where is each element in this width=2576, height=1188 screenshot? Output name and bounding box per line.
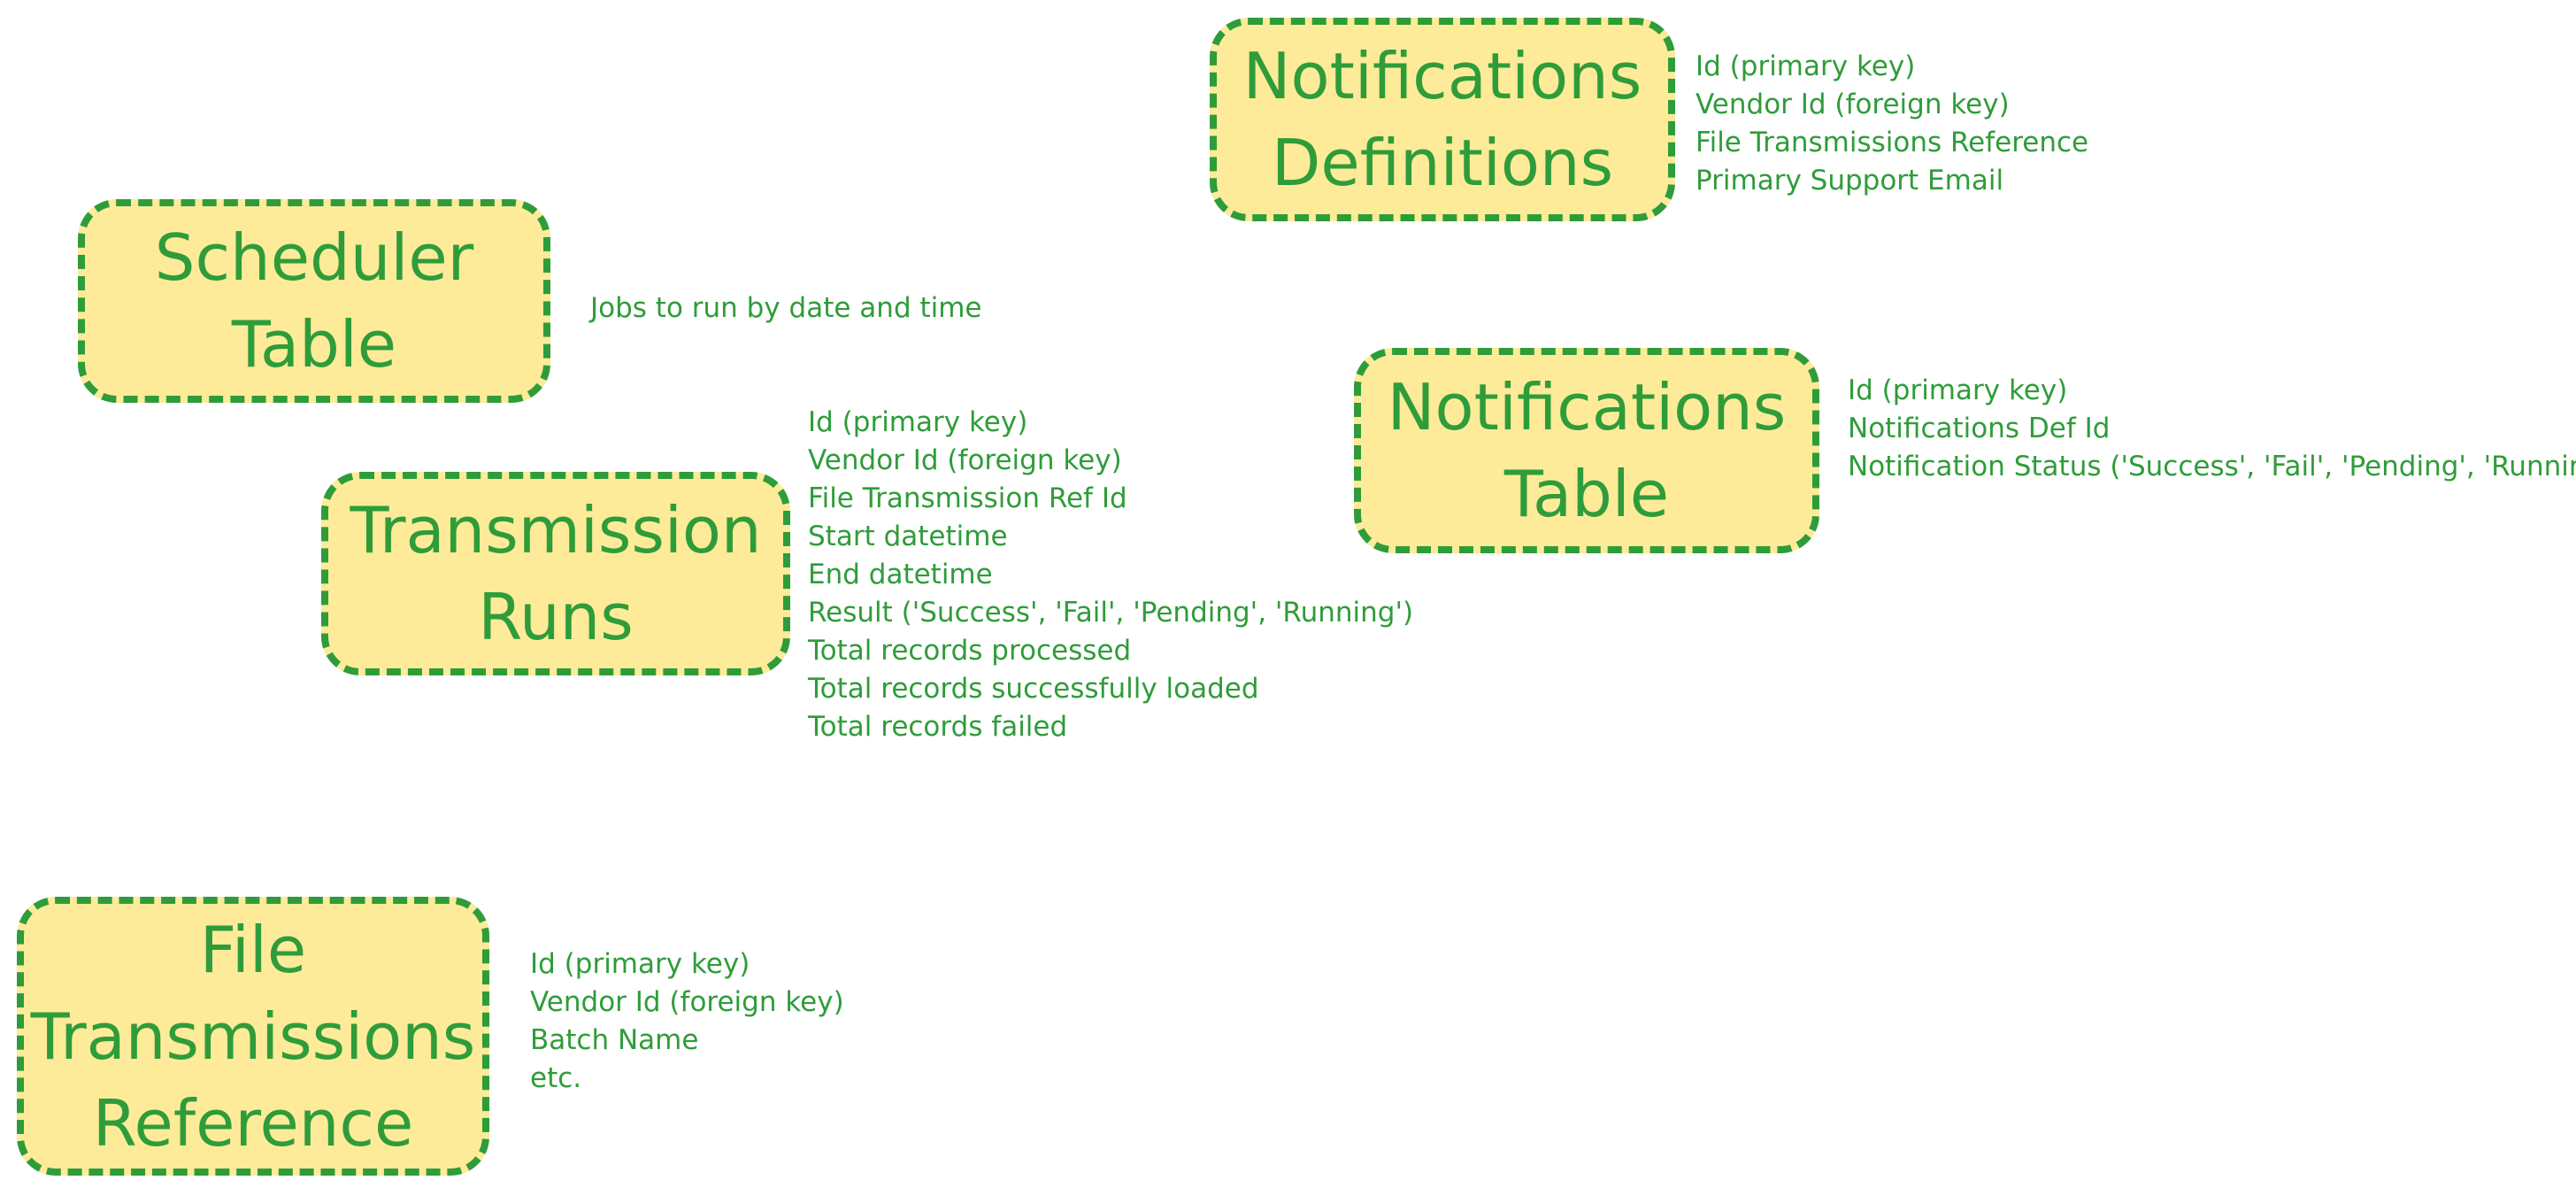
scheduler-table-note: Jobs to run by date and time xyxy=(590,292,982,324)
field-item: Id (primary key) xyxy=(1696,50,1916,82)
field-item: Notification Status ('Success', 'Fail', … xyxy=(1848,451,2576,482)
node-title-line: File xyxy=(199,912,307,987)
node-title-line: Table xyxy=(231,307,397,382)
file-transmissions-reference-fields: Id (primary key) Vendor Id (foreign key)… xyxy=(530,945,844,1098)
field-item: Total records failed xyxy=(808,711,1068,743)
node-title-line: Definitions xyxy=(1271,126,1614,200)
field-item: Vendor Id (foreign key) xyxy=(1696,89,2010,120)
field-item: Primary Support Email xyxy=(1696,165,2004,197)
notifications-table-node: Notifications Table xyxy=(1354,348,1819,553)
field-item: File Transmission Ref Id xyxy=(808,482,1127,514)
notifications-definitions-node: Notifications Definitions xyxy=(1210,18,1675,221)
node-title-line: Reference xyxy=(92,1085,414,1161)
field-item: Result ('Success', 'Fail', 'Pending', 'R… xyxy=(808,597,1414,629)
node-title-line: Runs xyxy=(478,580,634,654)
field-item: etc. xyxy=(530,1062,582,1094)
transmission-runs-fields: Id (primary key) Vendor Id (foreign key)… xyxy=(808,404,1413,746)
node-title-line: Scheduler xyxy=(154,220,474,295)
node-title-line: Notifications xyxy=(1387,370,1787,444)
field-item: Notifications Def Id xyxy=(1848,413,2111,444)
node-title-line: Transmissions xyxy=(30,999,476,1074)
field-item: Batch Name xyxy=(530,1024,699,1056)
field-item: File Transmissions Reference xyxy=(1696,127,2089,158)
file-transmissions-reference-node: File Transmissions Reference xyxy=(17,897,489,1176)
field-item: Id (primary key) xyxy=(1848,374,2068,406)
notifications-table-fields: Id (primary key) Notifications Def Id No… xyxy=(1848,372,2576,486)
field-item: Total records successfully loaded xyxy=(808,673,1259,705)
field-item: Vendor Id (foreign key) xyxy=(808,444,1122,476)
field-item: Start datetime xyxy=(808,521,1008,552)
field-item: Id (primary key) xyxy=(808,406,1028,438)
field-item: Id (primary key) xyxy=(530,948,750,980)
node-title-line: Transmission xyxy=(350,493,762,567)
transmission-runs-node: Transmission Runs xyxy=(321,472,790,675)
field-item: Vendor Id (foreign key) xyxy=(530,986,844,1018)
field-item: End datetime xyxy=(808,559,993,590)
scheduler-table-node: Scheduler Table xyxy=(78,199,550,403)
notifications-definitions-fields: Id (primary key) Vendor Id (foreign key)… xyxy=(1696,48,2088,200)
field-item: Total records processed xyxy=(808,635,1132,667)
node-title-line: Table xyxy=(1503,457,1670,531)
node-title-line: Notifications xyxy=(1242,39,1642,113)
